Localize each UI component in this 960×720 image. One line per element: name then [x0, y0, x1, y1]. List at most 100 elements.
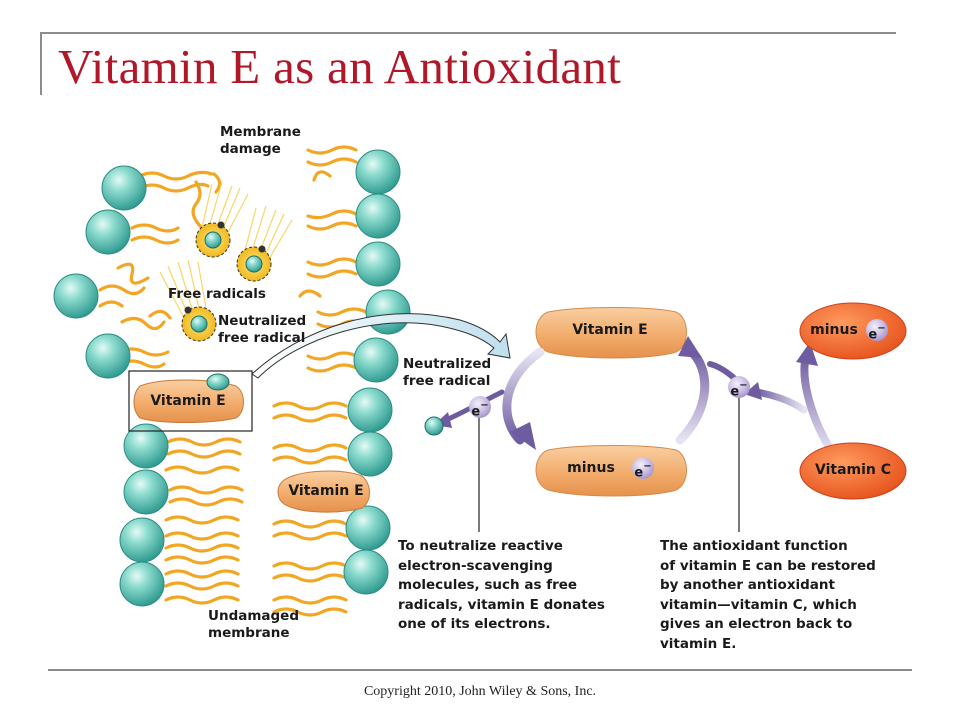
lipid-head: [347, 431, 393, 477]
lipid-head: [123, 469, 169, 515]
electron-badge-released: e−: [469, 396, 491, 420]
vitamin-c-label: Vitamin C: [814, 462, 892, 478]
note-right-line: gives an electron back to: [660, 616, 853, 632]
note-right-line: vitamin E.: [660, 635, 737, 652]
lipid-head: [119, 561, 165, 607]
electron-symbol: e: [471, 404, 481, 420]
vitamin-e-membrane-left-label: Vitamin E: [150, 393, 226, 409]
free-radical: [195, 221, 231, 258]
undamaged-membrane-label: Undamaged membrane: [208, 608, 299, 642]
note-right-line: The antioxidant function: [660, 538, 848, 554]
copyright-footer: Copyright 2010, John Wiley & Sons, Inc.: [363, 684, 597, 699]
lipid-tail: [306, 145, 358, 155]
neutralized-free-radical-label-left: Neutralized free radical: [218, 313, 306, 347]
free-radical-streaks: [159, 181, 293, 323]
vitamin-e-membrane-right-label: Vitamin E: [288, 483, 364, 499]
lipid-tail: [272, 607, 348, 617]
lipid-tail: [130, 223, 180, 233]
cycle-minus-label: minus: [567, 460, 615, 476]
lipid-tail: [312, 170, 332, 182]
neutralized-free-radical: [181, 306, 217, 342]
lipid-tail: [272, 519, 348, 529]
electron-charge: −: [480, 400, 489, 411]
lipid-tail: [272, 573, 348, 583]
neutralized-left-line-1: Neutralized: [218, 313, 307, 329]
electron-badge-transfer: e−: [728, 376, 750, 400]
lipid-tail: [164, 465, 240, 475]
lipid-tail: [316, 307, 368, 317]
right-leaflet-tails: [272, 145, 368, 617]
lipid-head: [365, 289, 411, 335]
lipid-head: [345, 505, 391, 551]
lipid-tail: [116, 262, 150, 285]
lipid-head: [85, 209, 131, 255]
membrane-damage-label: Membrane damage: [220, 124, 301, 158]
vitamin-e-bound-radical: [206, 373, 230, 391]
lipid-tail: [98, 284, 146, 296]
lipid-tail: [272, 531, 348, 541]
membrane-damage-line-2: damage: [220, 141, 281, 157]
vitamin-c-up-arrow: [800, 352, 836, 456]
note-vitamin-c-restores: The antioxidant function of vitamin E ca…: [660, 537, 876, 654]
lipid-tail: [164, 569, 240, 579]
vitamin-e-left-shape: [133, 379, 244, 423]
lipid-tail: [166, 449, 242, 459]
lipid-heads: [53, 149, 411, 607]
neutralized-free-radical-label-center: Neutralized free radical: [403, 356, 491, 390]
slide-title: Vitamin E as an Antioxidant: [58, 39, 622, 94]
lipid-tail: [306, 209, 358, 220]
neutralized-radical-particle: [424, 416, 444, 436]
lipid-tail: [98, 300, 124, 308]
callout-arrow: [251, 313, 511, 379]
lipid-tail: [164, 531, 240, 541]
lipid-head: [343, 549, 389, 595]
undamaged-line-1: Undamaged: [208, 608, 300, 624]
electron-badge-vitamin-c: e−: [866, 319, 888, 343]
lipid-head: [101, 165, 147, 211]
lipid-tail: [272, 413, 348, 423]
lipid-tail: [191, 180, 204, 230]
vitamin-c-minus-label: minus: [810, 322, 858, 338]
undamaged-line-2: membrane: [208, 625, 290, 641]
neutralized-center-line-1: Neutralized: [403, 356, 492, 372]
vitamin-c-top-shape: [799, 302, 907, 360]
title-vertical-rule: [40, 33, 42, 95]
lipid-tail: [164, 515, 240, 525]
vitamin-c-bottom-shape: [799, 442, 907, 500]
lipid-tail: [272, 401, 348, 411]
lipid-tail: [164, 595, 240, 605]
lipid-tail: [272, 443, 348, 453]
lipid-head: [355, 241, 401, 287]
note-right-line: of vitamin E can be restored: [660, 557, 876, 574]
lipid-tail: [164, 581, 240, 591]
lipid-head: [355, 149, 401, 195]
note-left-line: one of its electrons.: [398, 616, 551, 632]
electron-charge: −: [643, 461, 652, 472]
note-left-line: molecules, such as free: [398, 577, 578, 593]
vitamin-c-electron-arrow: [752, 388, 808, 414]
lipid-tail: [138, 170, 214, 181]
electron-symbol: e: [730, 384, 740, 400]
membrane-damage-line-1: Membrane: [220, 124, 301, 140]
electron-charge: −: [739, 380, 748, 391]
electron-symbol: e: [868, 327, 878, 343]
lipid-tail: [306, 221, 358, 231]
electron-symbol: e: [634, 465, 644, 481]
lipid-tail: [306, 269, 358, 279]
note-vitamin-e-donates: To neutralize reactive electron-scavengi…: [398, 537, 605, 635]
lipid-head: [347, 387, 393, 433]
lipid-head: [123, 423, 169, 469]
lipid-tail: [168, 497, 244, 507]
lipid-tail: [272, 561, 348, 571]
footer-rule: [48, 669, 912, 671]
free-radicals-label: Free radicals: [168, 286, 266, 302]
lipid-tail: [306, 363, 358, 373]
neutralized-left-line-2: free radical: [218, 330, 306, 346]
neutralized-center-line-2: free radical: [403, 373, 491, 389]
lipid-tail: [306, 157, 358, 167]
lipid-tail: [164, 555, 240, 565]
lipid-tail: [298, 289, 322, 298]
lipid-head: [53, 273, 99, 319]
lipid-tail: [306, 257, 358, 267]
